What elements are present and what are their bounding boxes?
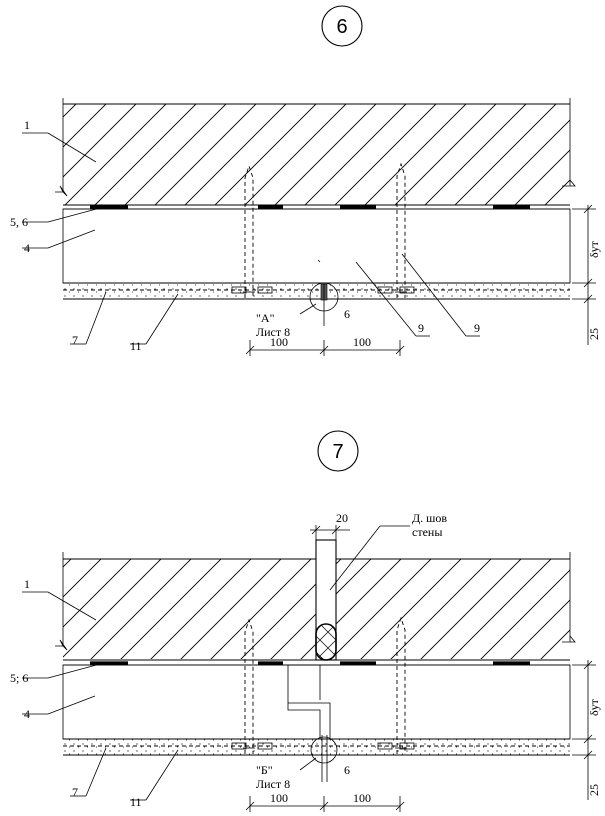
detail-6-node-a	[309, 282, 339, 326]
detail-6-structure	[55, 98, 576, 206]
detail-7-insulation	[62, 664, 571, 740]
detail-6-label-mesh: 7	[72, 333, 78, 347]
detail-7-label-profile: 6	[344, 763, 350, 777]
detail-7-label-mesh: 7	[72, 785, 78, 799]
detail-6-label-anchor-right: 9	[474, 321, 480, 335]
detail-6-plaster	[63, 283, 570, 300]
detail-6-anchor-right	[395, 162, 407, 298]
detail-6-label-node-ref: "А"	[256, 311, 275, 325]
detail-7-structure	[55, 539, 576, 661]
detail-7-dim-insulation: δут	[587, 698, 601, 716]
detail-6-dim-left: 100	[270, 335, 288, 349]
detail-7-anchor-left	[243, 618, 255, 754]
detail-7-label-fasteners: 5; 6	[10, 671, 28, 685]
detail-6-insulation	[62, 208, 571, 284]
detail-7-dim-left: 100	[270, 791, 288, 805]
detail-6-label-fasteners: 5, 6	[10, 215, 28, 229]
detail-6-label-anchor-left: 9	[418, 321, 424, 335]
detail-7-label-joint-line1: Д. шов	[412, 511, 447, 525]
detail-7: 7	[10, 430, 601, 812]
detail-7-label-sheet-ref: Лист 8	[256, 777, 290, 791]
detail-7-anchor-right	[395, 616, 407, 754]
detail-6-label-profile: 6	[344, 307, 350, 321]
detail-7-label-structure: 1	[24, 577, 30, 591]
detail-6-anchor-left	[243, 164, 255, 298]
detail-6: 6	[10, 5, 601, 356]
detail-7-bottom-dimensions	[245, 796, 405, 812]
detail-7-number: 7	[332, 441, 343, 463]
detail-7-dim-plaster: 25	[587, 784, 601, 796]
detail-7-node-b	[310, 735, 338, 782]
detail-6-right-dimensions	[572, 204, 596, 345]
detail-6-label-structure: 1	[24, 118, 30, 132]
detail-7-leaders	[22, 525, 410, 801]
detail-7-label-joint-line2: стены	[412, 525, 442, 539]
detail-6-dim-insulation: δут	[587, 240, 601, 258]
detail-7-label-joint-width: 20	[336, 511, 348, 525]
detail-6-leaders	[22, 132, 480, 345]
detail-7-label-insulation: 4	[24, 707, 30, 721]
detail-6-label-sheet-ref: Лист 8	[256, 325, 290, 339]
detail-6-dim-plaster: 25	[587, 328, 601, 340]
detail-7-joint-dimension	[310, 525, 350, 540]
detail-6-dim-right: 100	[353, 335, 371, 349]
detail-6-label-plaster: 11	[130, 339, 142, 353]
detail-7-joint-sealant	[315, 623, 337, 661]
detail-6-bottom-dimensions	[245, 340, 405, 356]
detail-6-number: 6	[336, 16, 347, 38]
detail-7-right-dimensions	[572, 660, 596, 800]
detail-6-number-badge: 6	[321, 5, 363, 47]
detail-7-dim-right: 100	[353, 791, 371, 805]
detail-7-label-node-ref: "Б"	[256, 763, 273, 777]
detail-7-label-plaster: 11	[130, 795, 142, 809]
detail-6-label-insulation: 4	[24, 241, 30, 255]
detail-7-plaster	[63, 739, 570, 756]
detail-7-number-badge: 7	[317, 430, 359, 472]
